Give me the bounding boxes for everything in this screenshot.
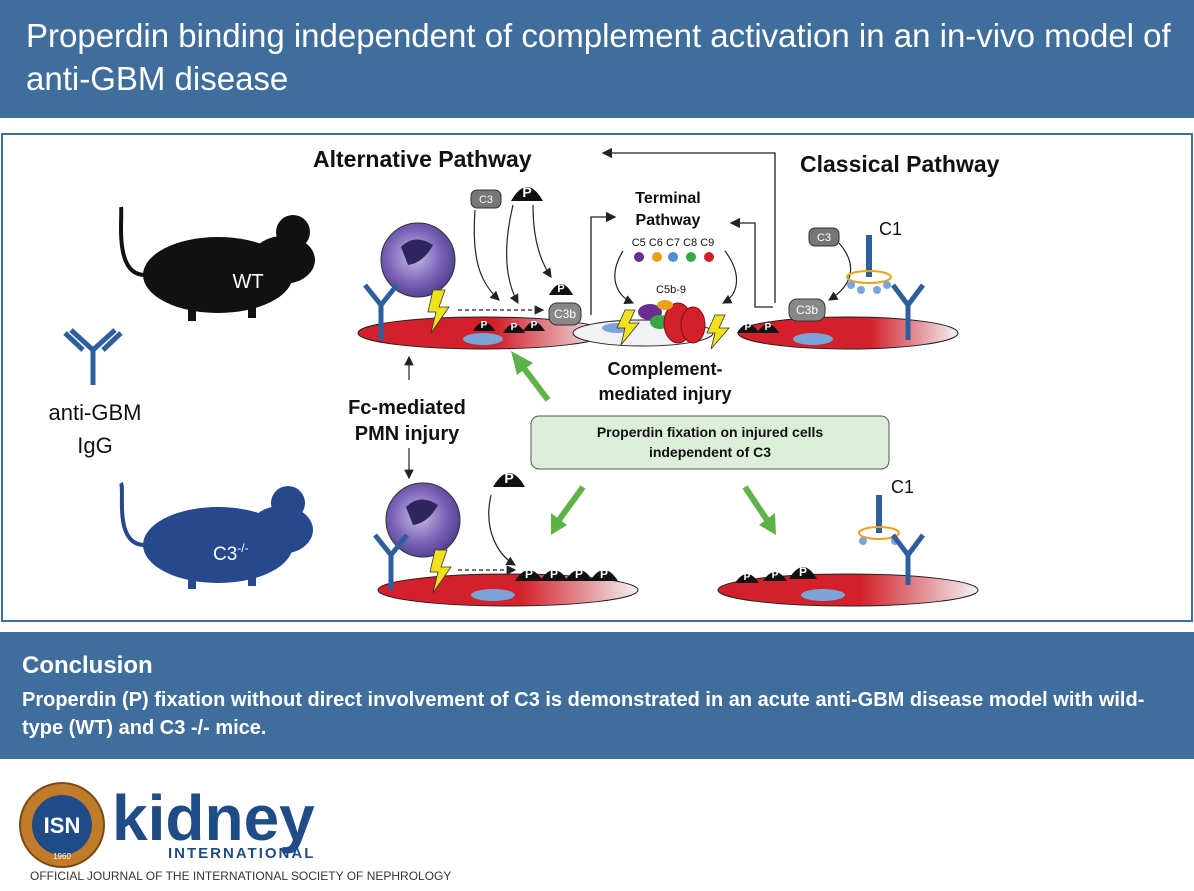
injury-bolts [427, 289, 730, 594]
pathway-diagram: Alternative Pathway Classical Pathway Te… [49, 146, 1000, 607]
svg-text:P: P [481, 320, 488, 331]
fc-injury-label-1: Fc-mediated [348, 397, 466, 419]
svg-text:P: P [772, 570, 779, 581]
journal-subtitle: INTERNATIONAL [168, 845, 315, 862]
svg-text:P: P [600, 567, 608, 581]
svg-text:P: P [511, 322, 518, 333]
svg-text:P: P [799, 565, 807, 579]
complement-injury-label-1: Complement- [607, 359, 722, 379]
c1-complex-top [846, 235, 892, 294]
fc-injury-label-2: PMN injury [355, 423, 460, 445]
svg-text:P: P [550, 567, 558, 581]
antibody-top-left [363, 283, 399, 340]
c3ko-cell-layer [377, 573, 979, 607]
terminal-components-label: C5 C6 C7 C8 C9 [632, 237, 715, 249]
c3b-token-alt [548, 302, 582, 326]
c3-token-alt-label: C3 [479, 194, 493, 206]
isn-seal-year: 1960 [53, 852, 71, 861]
c3-token-alt [470, 189, 502, 209]
terminal-pathway-label-1: Terminal [635, 190, 701, 207]
svg-text:P: P [504, 470, 513, 486]
properdin-fixation-box [530, 415, 890, 470]
conclusion-banner: Conclusion Properdin (P) fixation withou… [0, 632, 1194, 759]
antibody-top-right [891, 283, 925, 340]
properdin-box-line-2: independent of C3 [649, 444, 771, 460]
pmn-cell-top [380, 222, 456, 298]
svg-text:P: P [575, 567, 583, 581]
svg-text:P: P [531, 320, 538, 331]
journal-footer: ISN 1960 kidney INTERNATIONAL OFFICIAL J… [0, 762, 1194, 886]
svg-text:P: P [557, 283, 564, 295]
c3b-token-alt-label: C3b [554, 307, 576, 321]
antibody-icon [63, 328, 123, 385]
svg-text:P: P [525, 567, 533, 581]
svg-text:P: P [745, 322, 752, 333]
terminal-component-dots [634, 252, 714, 262]
wt-label: WT [232, 271, 263, 293]
mac-label: C5b-9 [656, 284, 686, 296]
terminal-pathway-label-2: Pathway [636, 212, 701, 229]
antibody-bottom-right [891, 533, 925, 585]
c3b-token-classical-label: C3b [796, 303, 818, 317]
alternative-pathway-label: Alternative Pathway [313, 146, 532, 172]
classical-to-alternative-arrow [601, 147, 776, 303]
svg-text:P: P [744, 572, 751, 583]
antibody-bottom-left [373, 533, 409, 590]
journal-name: kidney [112, 782, 315, 854]
isn-seal-text: ISN [44, 813, 81, 838]
properdin-box-line-1: Properdin fixation on injured cells [597, 424, 824, 440]
svg-text:P: P [765, 322, 772, 333]
mac-complex-icon [638, 300, 706, 344]
classical-pathway-label: Classical Pathway [800, 151, 1000, 177]
header-banner: Properdin binding independent of complem… [0, 0, 1194, 118]
c3-knockout-mouse-icon [119, 482, 313, 589]
graphical-abstract-panel: Alternative Pathway Classical Pathway Te… [1, 133, 1193, 622]
conclusion-body: Properdin (P) fixation without direct in… [22, 689, 1145, 739]
antibody-label-1: anti-GBM [49, 400, 142, 425]
svg-text:P: P [522, 184, 531, 200]
journal-tagline: OFFICIAL JOURNAL OF THE INTERNATIONAL SO… [30, 869, 451, 883]
c1-label-top: C1 [879, 219, 902, 239]
to-terminal-arrow-right [729, 217, 773, 308]
c3b-token-classical [788, 298, 826, 322]
kidney-international-logo: ISN 1960 kidney INTERNATIONAL OFFICIAL J… [19, 782, 451, 883]
c3-knockout-label: C3-/- [213, 541, 249, 565]
to-terminal-arrow-left [590, 211, 617, 315]
c1-label-bottom: C1 [891, 477, 914, 497]
wt-cell-layer [357, 316, 959, 350]
antibody-label-2: IgG [77, 433, 112, 458]
green-arrows [511, 351, 776, 535]
c3-token-classical [808, 227, 840, 247]
c3-token-classical-label: C3 [817, 232, 831, 244]
wt-mouse-icon [119, 206, 315, 321]
complement-injury-label-2: mediated injury [598, 384, 731, 404]
page-title: Properdin binding independent of complem… [26, 17, 1171, 97]
conclusion-title: Conclusion [22, 652, 153, 679]
properdin-tokens: P P P P P P P P P P P P P P P [473, 184, 817, 583]
